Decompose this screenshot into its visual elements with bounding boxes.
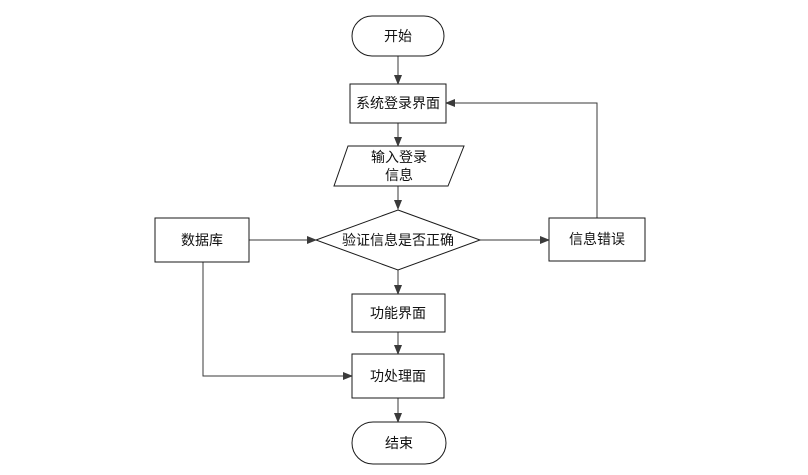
node-input-login-info: 输入登录 信息 <box>333 145 465 187</box>
node-input-line2: 信息 <box>385 167 413 184</box>
node-end-label: 结束 <box>385 436 413 452</box>
node-login-screen-label: 系统登录界面 <box>356 96 440 112</box>
edge-database-to-process <box>202 262 353 380</box>
node-start: 开始 <box>351 15 445 57</box>
node-start-label: 开始 <box>384 29 412 45</box>
edge-error-to-login <box>445 99 598 218</box>
node-function-screen: 功能界面 <box>351 293 446 333</box>
node-login-screen: 系统登录界面 <box>349 83 447 124</box>
node-input-line1: 输入登录 <box>371 150 427 166</box>
node-function-screen-label: 功能界面 <box>370 306 426 322</box>
node-verify-decision: 验证信息是否正确 <box>314 209 482 271</box>
node-database-label: 数据库 <box>181 233 223 249</box>
node-function-process-label: 功处理面 <box>370 369 426 385</box>
edges <box>202 56 598 423</box>
node-database: 数据库 <box>154 217 250 263</box>
node-function-process: 功处理面 <box>351 353 445 399</box>
node-end: 结束 <box>351 421 447 465</box>
node-info-error: 信息错误 <box>548 217 646 262</box>
node-info-error-label: 信息错误 <box>569 231 625 248</box>
node-verify-label: 验证信息是否正确 <box>342 232 454 249</box>
